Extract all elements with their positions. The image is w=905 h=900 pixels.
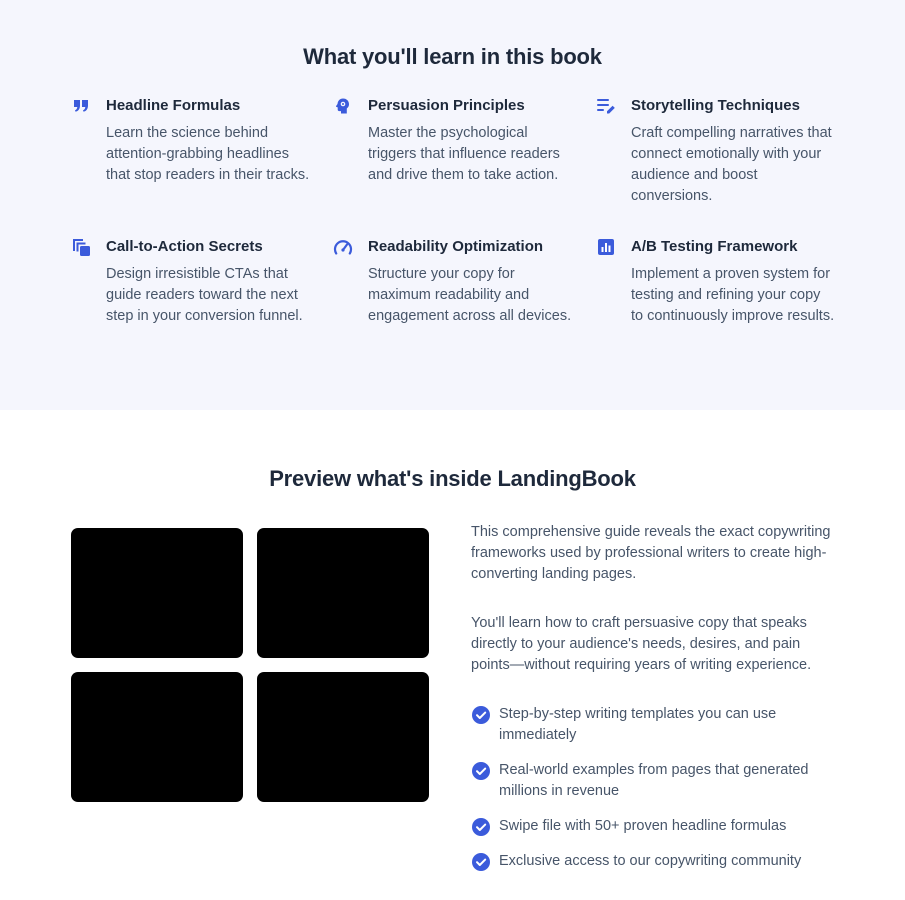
feature-item: Persuasion Principles Master the psychol…: [333, 95, 573, 186]
feature-description: Implement a proven system for testing an…: [631, 266, 835, 324]
feature-item: Call-to-Action Secrets Design irresistib…: [71, 236, 311, 327]
feature-item: Storytelling Techniques Craft compelling…: [596, 95, 836, 207]
checklist-item: Exclusive access to our copywriting comm…: [471, 851, 836, 872]
feature-description: Structure your copy for maximum readabil…: [368, 266, 572, 324]
preview-section: Preview what's inside LandingBook This c…: [0, 410, 905, 900]
check-circle-icon: [472, 818, 490, 836]
feature-description: Craft compelling narratives that connect…: [631, 125, 832, 204]
preview-title: Preview what's inside LandingBook: [269, 466, 636, 491]
checklist-text: Swipe file with 50+ proven headline form…: [499, 818, 787, 834]
feature-title: Storytelling Techniques: [631, 97, 800, 114]
preview-body: This comprehensive guide reveals the exa…: [0, 522, 905, 900]
feature-description: Design irresistible CTAs that guide read…: [106, 266, 303, 324]
checklist-text: Real-world examples from pages that gene…: [499, 762, 809, 799]
feature-title: Call-to-Action Secrets: [106, 238, 263, 255]
edit-notes-icon: [596, 96, 616, 116]
learn-section: What you'll learn in this book Headline …: [0, 0, 905, 410]
preview-image-4[interactable]: [257, 672, 429, 802]
speedometer-icon: [333, 237, 353, 257]
feature-item: Headline Formulas Learn the science behi…: [71, 95, 311, 186]
checklist-item: Swipe file with 50+ proven headline form…: [471, 816, 836, 837]
preview-paragraph: This comprehensive guide reveals the exa…: [471, 524, 831, 582]
preview-copy: This comprehensive guide reveals the exa…: [471, 522, 836, 886]
feature-description: Master the psychological triggers that i…: [368, 125, 560, 183]
preview-image-3[interactable]: [71, 672, 243, 802]
checklist-text: Exclusive access to our copywriting comm…: [499, 853, 802, 869]
feature-item: Readability Optimization Structure your …: [333, 236, 573, 327]
feature-title: Readability Optimization: [368, 238, 544, 255]
preview-paragraph: You'll learn how to craft persuasive cop…: [471, 615, 812, 673]
preview-image-2[interactable]: [257, 528, 429, 658]
check-circle-icon: [472, 853, 490, 871]
checklist-item: Real-world examples from pages that gene…: [471, 760, 836, 802]
bar-chart-icon: [596, 237, 616, 257]
feature-grid: Headline Formulas Learn the science behi…: [0, 95, 905, 395]
feature-title: Persuasion Principles: [368, 97, 525, 114]
preview-image-1[interactable]: [71, 528, 243, 658]
benefit-checklist: Step-by-step writing templates you can u…: [471, 704, 836, 872]
checklist-text: Step-by-step writing templates you can u…: [499, 706, 777, 743]
check-circle-icon: [472, 762, 490, 780]
checklist-item: Step-by-step writing templates you can u…: [471, 704, 836, 746]
feature-description: Learn the science behind attention-grabb…: [106, 125, 310, 183]
learn-title: What you'll learn in this book: [303, 44, 602, 69]
copy-stack-icon: [71, 237, 91, 257]
quote-icon: [71, 96, 91, 116]
feature-title: A/B Testing Framework: [631, 238, 798, 255]
brain-head-icon: [333, 96, 353, 116]
feature-title: Headline Formulas: [106, 97, 241, 114]
feature-item: A/B Testing Framework Implement a proven…: [596, 236, 836, 327]
check-circle-icon: [472, 706, 490, 724]
